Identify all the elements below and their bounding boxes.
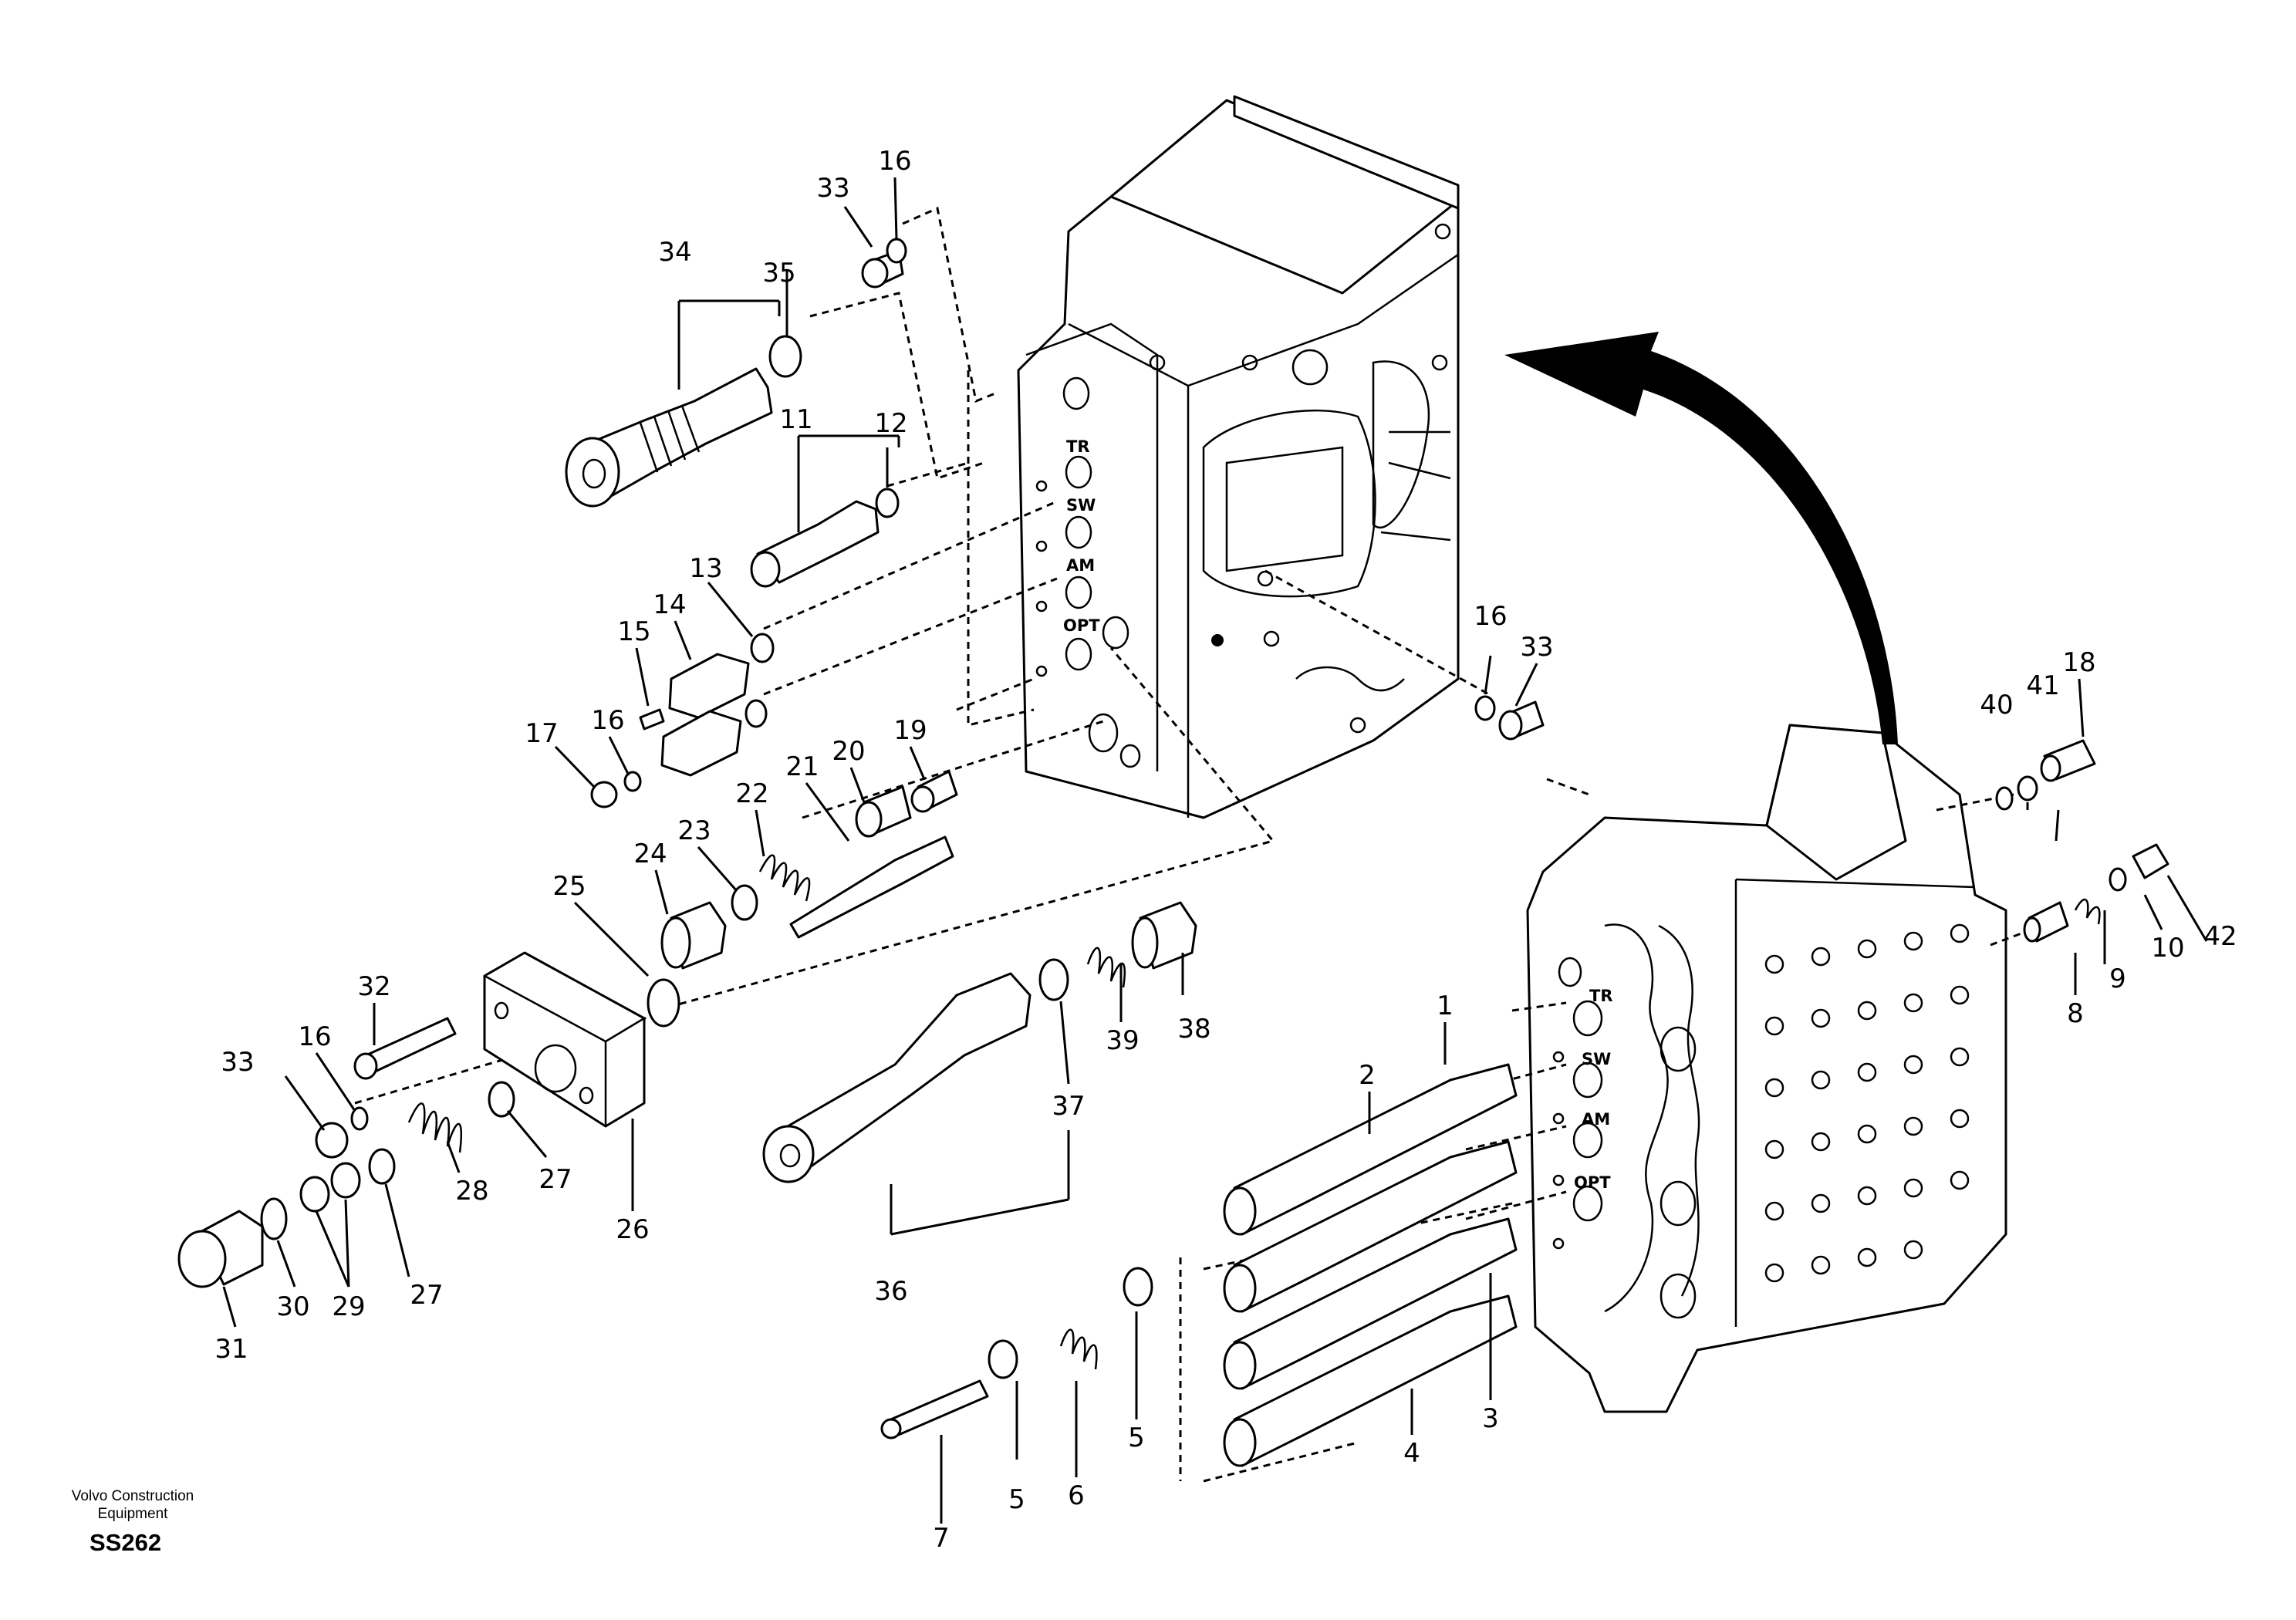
callout-34: 34 [658,237,691,268]
callout-27-left: 27 [410,1280,443,1311]
callout-6: 6 [1068,1480,1085,1511]
callout-14: 14 [653,589,686,620]
callout-12: 12 [874,408,907,439]
callout-3: 3 [1482,1403,1499,1434]
component-drawings [177,238,2169,1467]
callout-20: 20 [832,736,865,767]
port-label-am: AM [1066,556,1095,575]
port-label-opt-lower: OPT [1574,1173,1611,1192]
port-label-sw: SW [1066,496,1096,515]
credit-line-2: Equipment [97,1506,168,1522]
callout-8: 8 [2067,998,2084,1029]
callout-30: 30 [276,1291,309,1322]
callout-10: 10 [2151,933,2184,964]
callout-16-right: 16 [1474,601,1507,632]
callout-21: 21 [785,751,819,782]
callout-17: 17 [525,718,558,749]
callout-19: 19 [893,715,927,746]
port-label-am-lower: AM [1582,1110,1610,1129]
callout-37: 37 [1052,1091,1085,1122]
lower-valve-block: TR SW AM OPT [1526,724,2007,1413]
callout-16-top: 16 [878,146,911,177]
callout-1: 1 [1437,991,1454,1021]
callout-25: 25 [552,871,586,902]
port-label-tr-lower: TR [1589,987,1613,1005]
callout-33-top: 33 [816,173,849,204]
callout-7: 7 [933,1523,950,1554]
callout-29: 29 [332,1291,365,1322]
credit-line-1: Volvo Construction [71,1488,194,1504]
callout-leaders [222,177,2208,1524]
callout-2: 2 [1359,1060,1376,1091]
callout-36: 36 [874,1276,907,1307]
callout-28: 28 [455,1176,488,1207]
callout-5-right: 5 [1128,1423,1145,1453]
callout-5-left: 5 [1008,1484,1025,1515]
callout-4: 4 [1403,1438,1420,1469]
callout-41: 41 [2026,670,2059,701]
callout-13: 13 [689,553,722,584]
callout-24: 24 [633,839,667,869]
callout-33-right: 33 [1520,632,1553,663]
figure-code: SS262 [89,1529,162,1556]
port-label-tr: TR [1066,437,1090,456]
callout-32: 32 [357,971,390,1002]
port-label-sw-lower: SW [1582,1050,1611,1068]
callout-22: 22 [735,778,768,809]
curved-arrow-icon [1504,332,1898,744]
callout-27-right: 27 [539,1164,572,1195]
callout-39: 39 [1106,1025,1139,1056]
callout-33-left: 33 [221,1047,254,1078]
callout-numbers: 1 2 3 4 5 5 6 7 8 9 10 11 12 13 14 15 16… [214,146,2237,1554]
callout-40: 40 [1980,690,2013,721]
callout-16-left: 16 [298,1021,331,1052]
callout-31: 31 [214,1334,248,1365]
callout-16-mid: 16 [591,705,624,736]
callout-35: 35 [762,258,795,289]
callout-11: 11 [779,404,812,435]
callout-15: 15 [617,616,650,647]
callout-26: 26 [616,1214,649,1245]
publisher-credit: Volvo Construction Equipment [40,1487,225,1523]
callout-23: 23 [677,815,711,846]
callout-18: 18 [2062,647,2095,678]
callout-42: 42 [2203,921,2237,952]
upper-valve-housing: TR SW AM OPT [1017,95,1460,819]
port-label-opt: OPT [1063,616,1100,635]
callout-38: 38 [1177,1014,1210,1045]
callout-9: 9 [2109,964,2126,994]
